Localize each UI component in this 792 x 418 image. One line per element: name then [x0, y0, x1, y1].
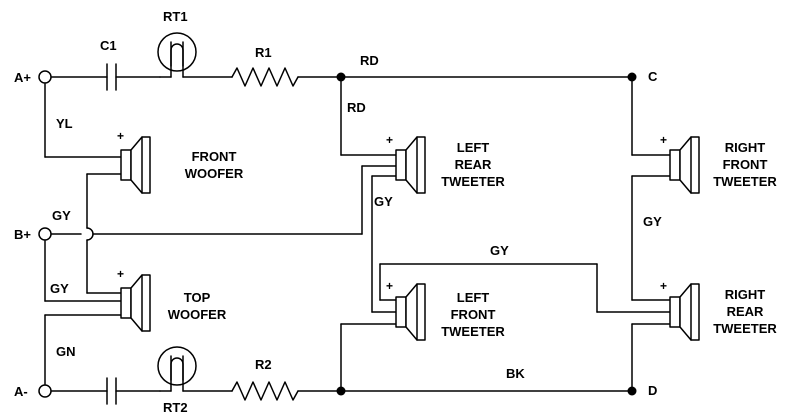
rt2-thermistor — [157, 346, 197, 386]
right-rear-tweeter-label: RIGHT REAR TWEETER — [713, 287, 777, 336]
right-wiring — [631, 76, 671, 392]
top-woofer-label: TOP WOOFER — [168, 290, 227, 322]
top-woofer-line1: TOP — [184, 290, 211, 305]
node-d-label: D — [648, 383, 657, 398]
c1-capacitor — [106, 63, 117, 91]
junction-bk — [336, 386, 346, 396]
left-rear-tweeter-polarity: + — [386, 133, 393, 147]
wire-gy-bplus-label: GY — [52, 208, 71, 223]
front-woofer-polarity: + — [117, 129, 124, 143]
right-rear-tweeter-line2: REAR — [727, 304, 764, 319]
wire-gy-left-rear-label: GY — [374, 194, 393, 209]
front-woofer-line2: WOOFER — [185, 166, 244, 181]
a-minus-terminal — [38, 384, 52, 398]
middle-wiring — [340, 76, 671, 392]
left-rear-tweeter-line3: TWEETER — [441, 174, 505, 189]
right-front-tweeter-line1: RIGHT — [725, 140, 766, 155]
a-plus-terminal — [38, 70, 52, 84]
top-woofer-polarity: + — [117, 267, 124, 281]
left-rear-tweeter-speaker — [395, 136, 426, 194]
junction-d — [627, 386, 637, 396]
r2-resistor — [231, 381, 299, 401]
top-woofer-speaker — [120, 274, 151, 332]
r2-label: R2 — [255, 357, 272, 372]
right-front-tweeter-speaker — [669, 136, 700, 194]
wire-bk-label: BK — [506, 366, 525, 381]
wire-rd-down-label: RD — [347, 100, 366, 115]
rt1-thermistor — [157, 32, 197, 72]
junction-c — [627, 72, 637, 82]
right-rear-tweeter-polarity: + — [660, 279, 667, 293]
bottom-capacitor — [106, 377, 117, 405]
top-woofer-line2: WOOFER — [168, 307, 227, 322]
wire-gy-left-label: GY — [50, 281, 69, 296]
left-front-tweeter-polarity: + — [386, 279, 393, 293]
right-rear-tweeter-line1: RIGHT — [725, 287, 766, 302]
left-rear-tweeter-line2: REAR — [455, 157, 492, 172]
wire-yl-label: YL — [56, 116, 73, 131]
b-plus-label: B+ — [14, 227, 31, 242]
right-front-tweeter-label: RIGHT FRONT TWEETER — [713, 140, 777, 189]
a-plus-label: A+ — [14, 70, 31, 85]
b-plus-terminal — [38, 227, 52, 241]
left-wiring — [44, 83, 397, 385]
right-rear-tweeter-line3: TWEETER — [713, 321, 777, 336]
r1-label: R1 — [255, 45, 272, 60]
rt1-label: RT1 — [163, 9, 188, 24]
right-front-tweeter-polarity: + — [660, 133, 667, 147]
front-woofer-line1: FRONT — [192, 149, 237, 164]
left-front-tweeter-line1: LEFT — [457, 290, 490, 305]
right-rear-tweeter-speaker — [669, 283, 700, 341]
left-front-tweeter-line3: TWEETER — [441, 324, 505, 339]
r1-resistor — [231, 67, 299, 87]
wire-gy-mid-label: GY — [490, 243, 509, 258]
c1-label: C1 — [100, 38, 117, 53]
left-front-tweeter-label: LEFT FRONT TWEETER — [441, 290, 505, 339]
rt2-label: RT2 — [163, 400, 188, 415]
wire-gn-label: GN — [56, 344, 76, 359]
right-front-tweeter-line3: TWEETER — [713, 174, 777, 189]
wire-gy-right-label: GY — [643, 214, 662, 229]
front-woofer-speaker — [120, 136, 151, 194]
wire-rd-top-label: RD — [360, 53, 379, 68]
left-front-tweeter-line2: FRONT — [451, 307, 496, 322]
junction-rd — [336, 72, 346, 82]
left-rear-tweeter-label: LEFT REAR TWEETER — [441, 140, 505, 189]
left-rear-tweeter-line1: LEFT — [457, 140, 490, 155]
a-minus-label: A- — [14, 384, 28, 399]
left-front-tweeter-speaker — [395, 283, 426, 341]
node-c-label: C — [648, 69, 658, 84]
front-woofer-label: FRONT WOOFER — [185, 149, 244, 181]
right-front-tweeter-line2: FRONT — [723, 157, 768, 172]
